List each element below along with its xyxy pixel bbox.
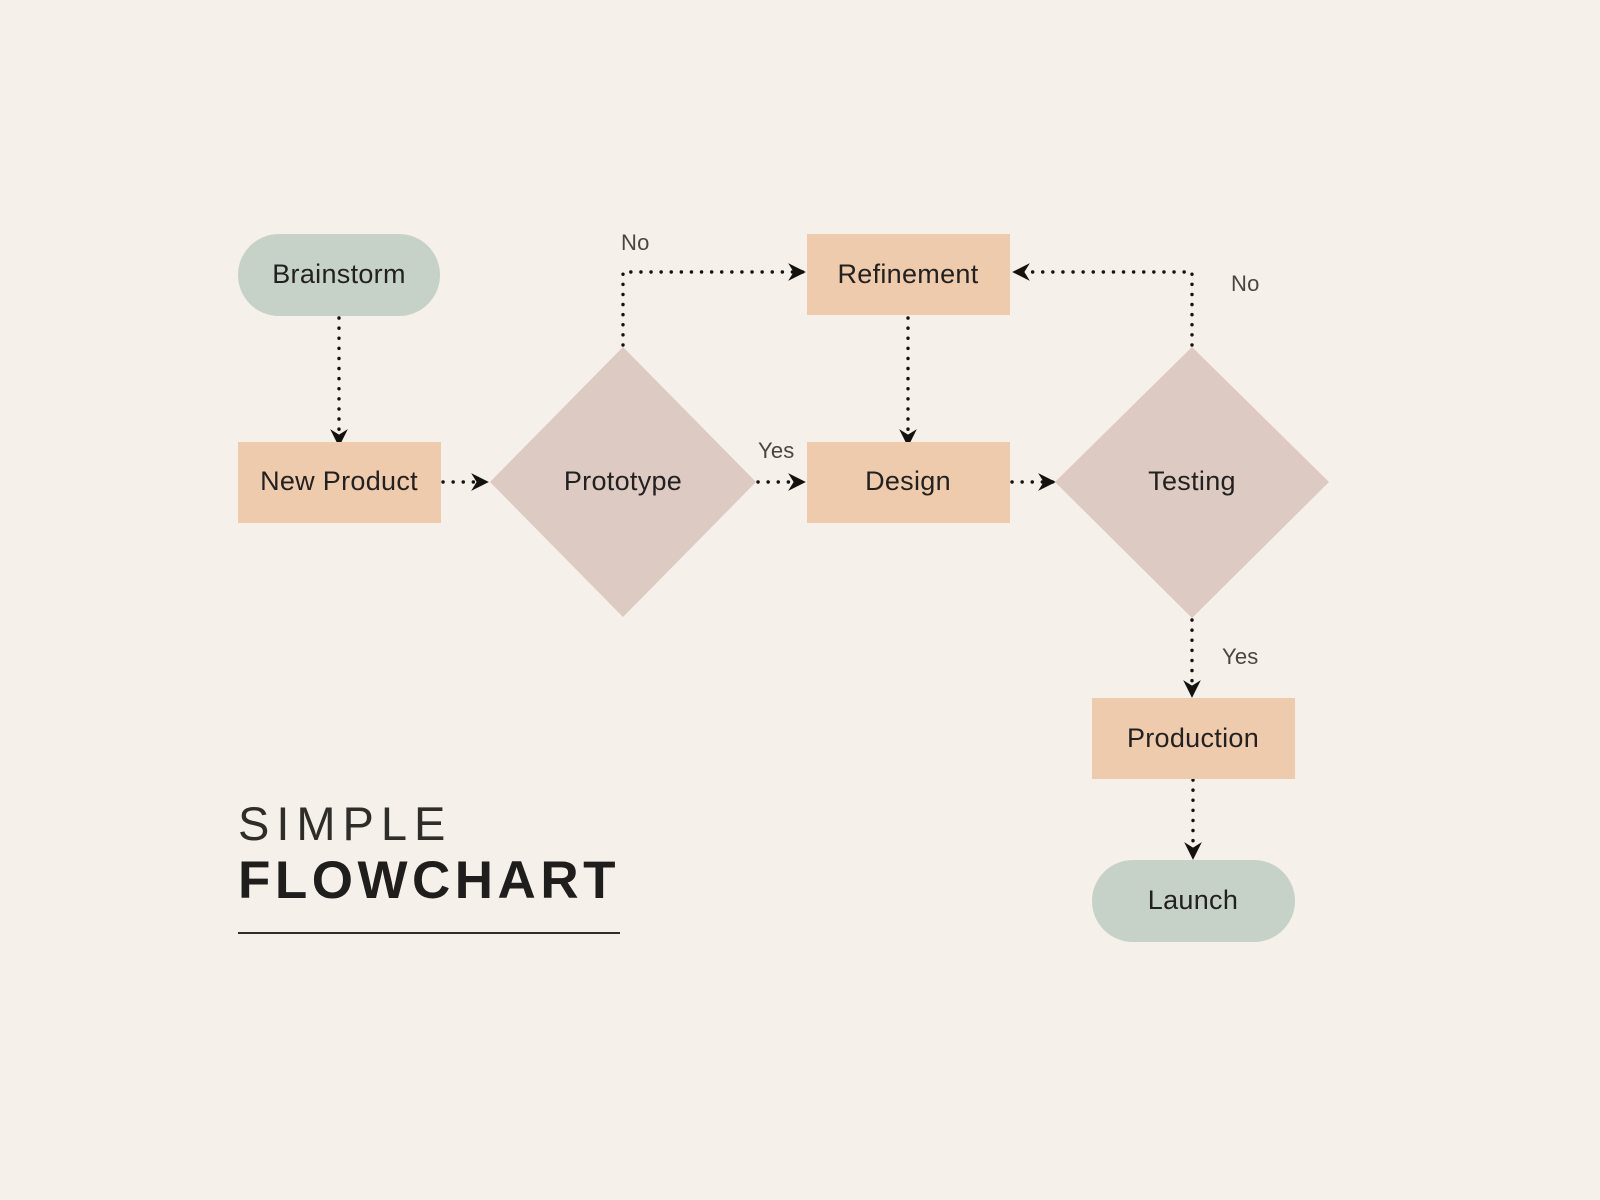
node-launch[interactable]: Launch: [1092, 860, 1295, 942]
design-label: Design: [865, 466, 951, 496]
edge-label-testing-yes: Yes: [1222, 644, 1259, 669]
refinement-shape: [807, 234, 1010, 315]
edge-label-prototype-no: No: [621, 230, 650, 255]
testing-label: Testing: [1148, 466, 1236, 496]
new-product-shape: [238, 442, 441, 523]
node-new-product[interactable]: New Product: [238, 442, 441, 523]
design-shape: [807, 442, 1010, 523]
node-brainstorm[interactable]: Brainstorm: [238, 234, 440, 316]
production-shape: [1092, 698, 1295, 779]
launch-label: Launch: [1148, 885, 1238, 915]
launch-shape: [1092, 860, 1295, 942]
edge-label-testing-no: No: [1231, 271, 1260, 296]
title-line-flowchart: FLOWCHART: [238, 850, 620, 910]
title-line-simple: SIMPLE: [238, 797, 453, 850]
edge-label-prototype-yes: Yes: [758, 438, 795, 463]
refinement-label: Refinement: [837, 259, 978, 289]
node-prototype[interactable]: Prototype: [490, 347, 756, 617]
prototype-shape: [490, 347, 756, 617]
title-block: SIMPLE FLOWCHART: [238, 797, 758, 934]
title-underline: [238, 931, 620, 934]
connector-testing-no-to-refinement: [1012, 263, 1194, 347]
brainstorm-label: Brainstorm: [272, 259, 406, 289]
node-testing[interactable]: Testing: [1055, 347, 1329, 618]
node-refinement[interactable]: Refinement: [807, 234, 1010, 315]
connector-prototype-no-to-refinement: [621, 263, 806, 347]
node-production[interactable]: Production: [1092, 698, 1295, 779]
node-design[interactable]: Design: [807, 442, 1010, 523]
testing-shape: [1055, 347, 1329, 618]
brainstorm-shape: [238, 234, 440, 316]
production-label: Production: [1127, 723, 1259, 753]
prototype-label: Prototype: [564, 466, 682, 496]
new-product-label: New Product: [260, 466, 418, 496]
